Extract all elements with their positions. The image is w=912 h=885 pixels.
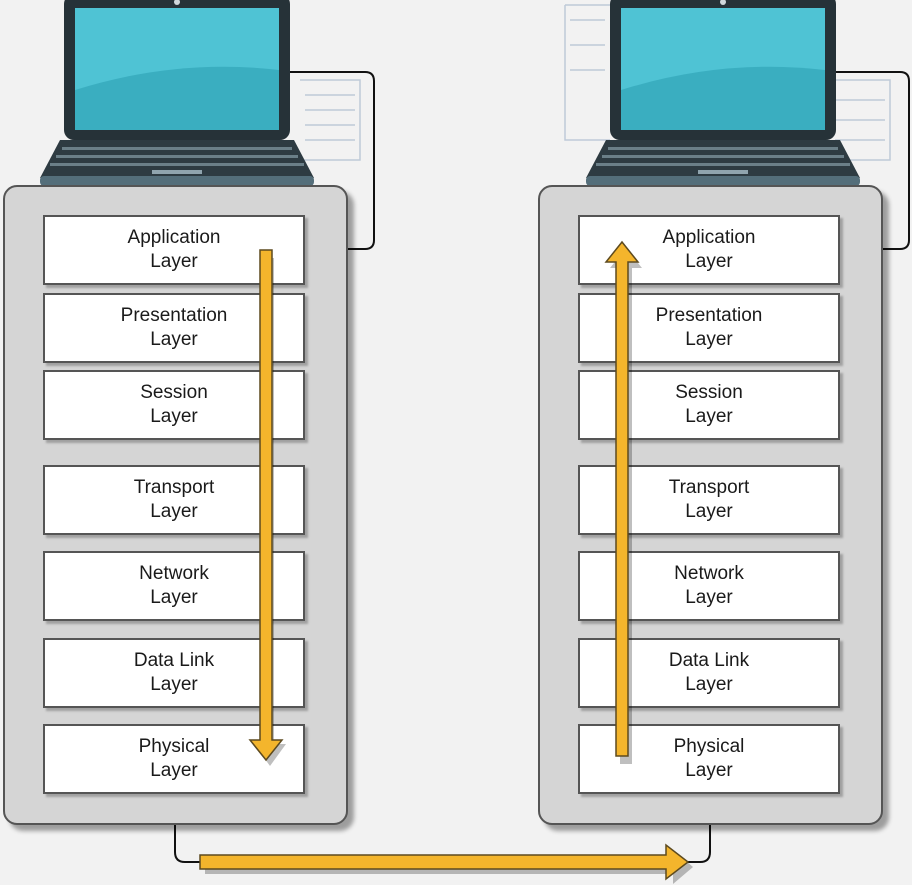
layer-name: Network [674, 563, 744, 584]
layer-suffix: Layer [685, 501, 733, 522]
layer-name: Physical [673, 736, 745, 757]
receiver-presentation-layer: Presentation Layer [578, 293, 840, 363]
receiver-transport-layer: Transport Layer [578, 465, 840, 535]
laptop-icon [586, 0, 860, 186]
receiver-data-link-layer: Data Link Layer [578, 638, 840, 708]
layer-name: Application [662, 227, 756, 248]
layer-name: Data Link [133, 650, 215, 671]
sender-network-layer: Network Layer [43, 551, 305, 621]
layer-suffix: Layer [150, 587, 198, 608]
layer-name: Session [675, 382, 743, 403]
layer-suffix: Layer [150, 251, 198, 272]
layer-name: Session [140, 382, 208, 403]
layer-suffix: Layer [150, 501, 198, 522]
layer-name: Physical [138, 736, 210, 757]
layer-name: Data Link [668, 650, 750, 671]
layer-suffix: Layer [685, 760, 733, 781]
layer-name: Presentation [655, 305, 763, 326]
layer-suffix: Layer [685, 251, 733, 272]
layer-suffix: Layer [685, 587, 733, 608]
layer-name: Application [127, 227, 221, 248]
receiver-physical-layer: Physical Layer [578, 724, 840, 794]
layer-suffix: Layer [685, 674, 733, 695]
layer-suffix: Layer [150, 406, 198, 427]
sender-presentation-layer: Presentation Layer [43, 293, 305, 363]
receiver-network-layer: Network Layer [578, 551, 840, 621]
layer-name: Transport [133, 477, 215, 498]
layer-suffix: Layer [150, 760, 198, 781]
layer-name: Network [139, 563, 209, 584]
laptop-icon [40, 0, 314, 186]
sender-transport-layer: Transport Layer [43, 465, 305, 535]
receiver-application-layer: Application Layer [578, 215, 840, 285]
cable-right [834, 71, 910, 250]
sketch-decoration [300, 4, 891, 161]
layer-name: Presentation [120, 305, 228, 326]
layer-suffix: Layer [150, 329, 198, 350]
sender-physical-layer: Physical Layer [43, 724, 305, 794]
layer-suffix: Layer [685, 406, 733, 427]
sender-session-layer: Session Layer [43, 370, 305, 440]
layer-suffix: Layer [150, 674, 198, 695]
sender-application-layer: Application Layer [43, 215, 305, 285]
sender-data-link-layer: Data Link Layer [43, 638, 305, 708]
cable-left [290, 71, 375, 250]
layer-suffix: Layer [685, 329, 733, 350]
layer-name: Transport [668, 477, 750, 498]
receiver-session-layer: Session Layer [578, 370, 840, 440]
